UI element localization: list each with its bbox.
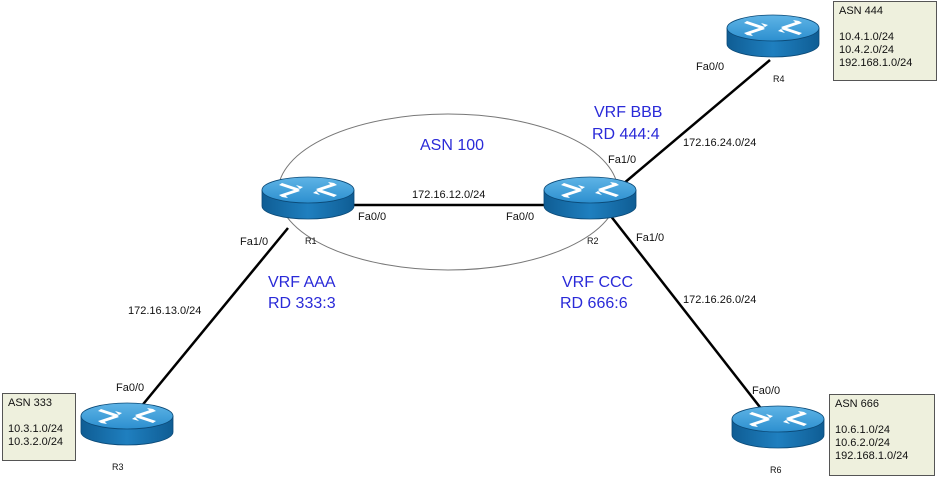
asn444-box: ASN 444 10.4.1.0/24 10.4.2.0/24 192.168.… (833, 1, 937, 81)
link-r2-r4 (609, 59, 771, 196)
asn666-prefix: 192.168.1.0/24 (835, 450, 909, 462)
link-r1-r2-subnet: 172.16.12.0/24 (412, 189, 485, 201)
router-r1-label: R1 (305, 236, 317, 246)
asn666-box: ASN 666 10.6.1.0/24 10.6.2.0/24 192.168.… (829, 394, 935, 476)
asn444-prefix: 10.4.2.0/24 (839, 44, 895, 56)
asn666-prefix: 10.6.1.0/24 (835, 424, 891, 436)
vrf-ccc-rd: RD 666:6 (560, 295, 628, 312)
router-r6-label: R6 (770, 465, 782, 475)
r2-fa10-upper-label: Fa1/0 (608, 154, 636, 166)
router-r3-label: R3 (112, 462, 124, 472)
link-r1-r3 (139, 227, 289, 409)
r2-fa00-label: Fa0/0 (506, 211, 534, 223)
router-r4 (726, 14, 820, 58)
vrf-aaa-name: VRF AAA (268, 274, 336, 291)
link-r2-r6 (609, 214, 771, 421)
vrf-ccc-name: VRF CCC (562, 274, 633, 291)
router-r6 (731, 405, 825, 449)
asn333-title: ASN 333 (8, 397, 53, 409)
link-r2-r4-subnet: 172.16.24.0/24 (683, 137, 756, 149)
router-r3 (80, 402, 174, 446)
asn444-prefix: 10.4.1.0/24 (839, 31, 895, 43)
asn666-title: ASN 666 (835, 398, 880, 410)
r4-fa00-label: Fa0/0 (696, 61, 724, 73)
asn333-prefix: 10.3.1.0/24 (8, 423, 64, 435)
r6-fa00-label: Fa0/0 (752, 385, 780, 397)
asn333-box: ASN 333 10.3.1.0/24 10.3.2.0/24 (2, 393, 76, 461)
vrf-bbb-rd: RD 444:4 (592, 126, 660, 143)
asn100-label: ASN 100 (420, 137, 484, 154)
asn444-prefix: 192.168.1.0/24 (839, 57, 913, 69)
vrf-bbb-name: VRF BBB (594, 104, 662, 121)
r1-fa10-label: Fa1/0 (240, 236, 268, 248)
asn444-title: ASN 444 (839, 5, 884, 17)
router-r2-label: R2 (587, 236, 599, 246)
link-r2-r6-subnet: 172.16.26.0/24 (683, 294, 756, 306)
link-r1-r3-subnet: 172.16.13.0/24 (128, 305, 201, 317)
r3-fa00-label: Fa0/0 (116, 382, 144, 394)
vrf-aaa-rd: RD 333:3 (268, 295, 336, 312)
r2-fa10-lower-label: Fa1/0 (636, 232, 664, 244)
router-r4-label: R4 (773, 74, 785, 84)
asn666-prefix: 10.6.2.0/24 (835, 437, 891, 449)
r1-fa00-label: Fa0/0 (358, 211, 386, 223)
router-r2 (543, 176, 637, 220)
router-r1 (261, 176, 355, 220)
asn333-prefix: 10.3.2.0/24 (8, 436, 64, 448)
